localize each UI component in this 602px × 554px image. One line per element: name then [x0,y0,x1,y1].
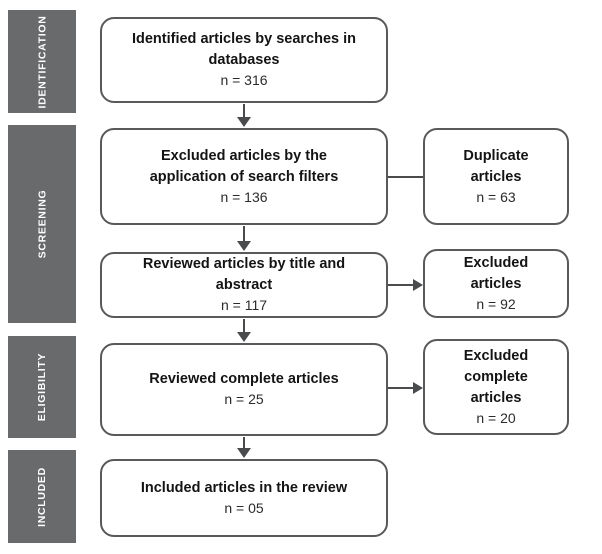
right-arrow-icon [388,279,423,291]
side-box-title: Duplicate articles [463,147,529,185]
side-box-title: Excluded complete articles [463,347,529,406]
flow-box-count: n = 136 [220,188,268,205]
flow-box-title: Included articles in the review [140,479,348,496]
arrow-stem [243,437,245,448]
flow-box-count: n = 05 [224,499,264,516]
side-box-excluded-complete: Excluded complete articles n = 20 [423,339,569,435]
side-box-excluded-articles: Excluded articles n = 92 [423,249,569,318]
right-arrow-icon [388,382,423,394]
arrow-stem [243,104,245,117]
arrow-head [237,117,251,127]
flow-box-count: n = 117 [220,297,268,314]
side-box-title: Excluded articles [463,254,529,292]
side-box-count: n = 20 [476,409,516,426]
arrow-head [237,241,251,251]
down-arrow-icon [237,437,251,458]
stage-box-eligibility: ELIGIBILITY [8,336,76,438]
arrow-stem [388,387,413,389]
stage-box-included: INCLUDED [8,450,76,543]
flow-box-title: Identified articles by searches in datab… [131,31,357,69]
flow-box-excluded-by-filters: Excluded articles by the application of … [100,128,388,225]
arrow-head [413,279,423,291]
line-stem [388,176,423,178]
flow-box-title: Reviewed articles by title and abstract [142,256,346,294]
down-arrow-icon [237,226,251,251]
stage-box-screening: SCREENING [8,125,76,323]
side-box-count: n = 92 [476,295,516,312]
down-arrow-icon [237,104,251,127]
down-arrow-icon [237,319,251,342]
arrow-stem [388,284,413,286]
flow-box-reviewed-title-abstract: Reviewed articles by title and abstract … [100,252,388,318]
flow-box-title: Reviewed complete articles [149,371,339,388]
flow-box-included-review: Included articles in the review n = 05 [100,459,388,537]
side-box-duplicate-articles: Duplicate articles n = 63 [423,128,569,225]
side-box-count: n = 63 [476,188,516,205]
flow-box-reviewed-complete: Reviewed complete articles n = 25 [100,343,388,436]
flow-box-count: n = 25 [224,391,264,408]
stage-box-identification: IDENTIFICATION [8,10,76,113]
flow-box-count: n = 316 [220,72,268,89]
arrow-head [237,448,251,458]
flow-box-identified-articles: Identified articles by searches in datab… [100,17,388,103]
arrow-head [237,332,251,342]
flow-box-title: Excluded articles by the application of … [149,147,339,185]
stage-label-included: INCLUDED [35,466,48,527]
arrow-stem [243,319,245,332]
arrow-head [413,382,423,394]
stage-label-eligibility: ELIGIBILITY [36,352,48,422]
connector-line [388,171,423,183]
stage-label-screening: SCREENING [36,189,49,259]
stage-label-identification: IDENTIFICATION [36,14,49,109]
arrow-stem [243,226,245,241]
